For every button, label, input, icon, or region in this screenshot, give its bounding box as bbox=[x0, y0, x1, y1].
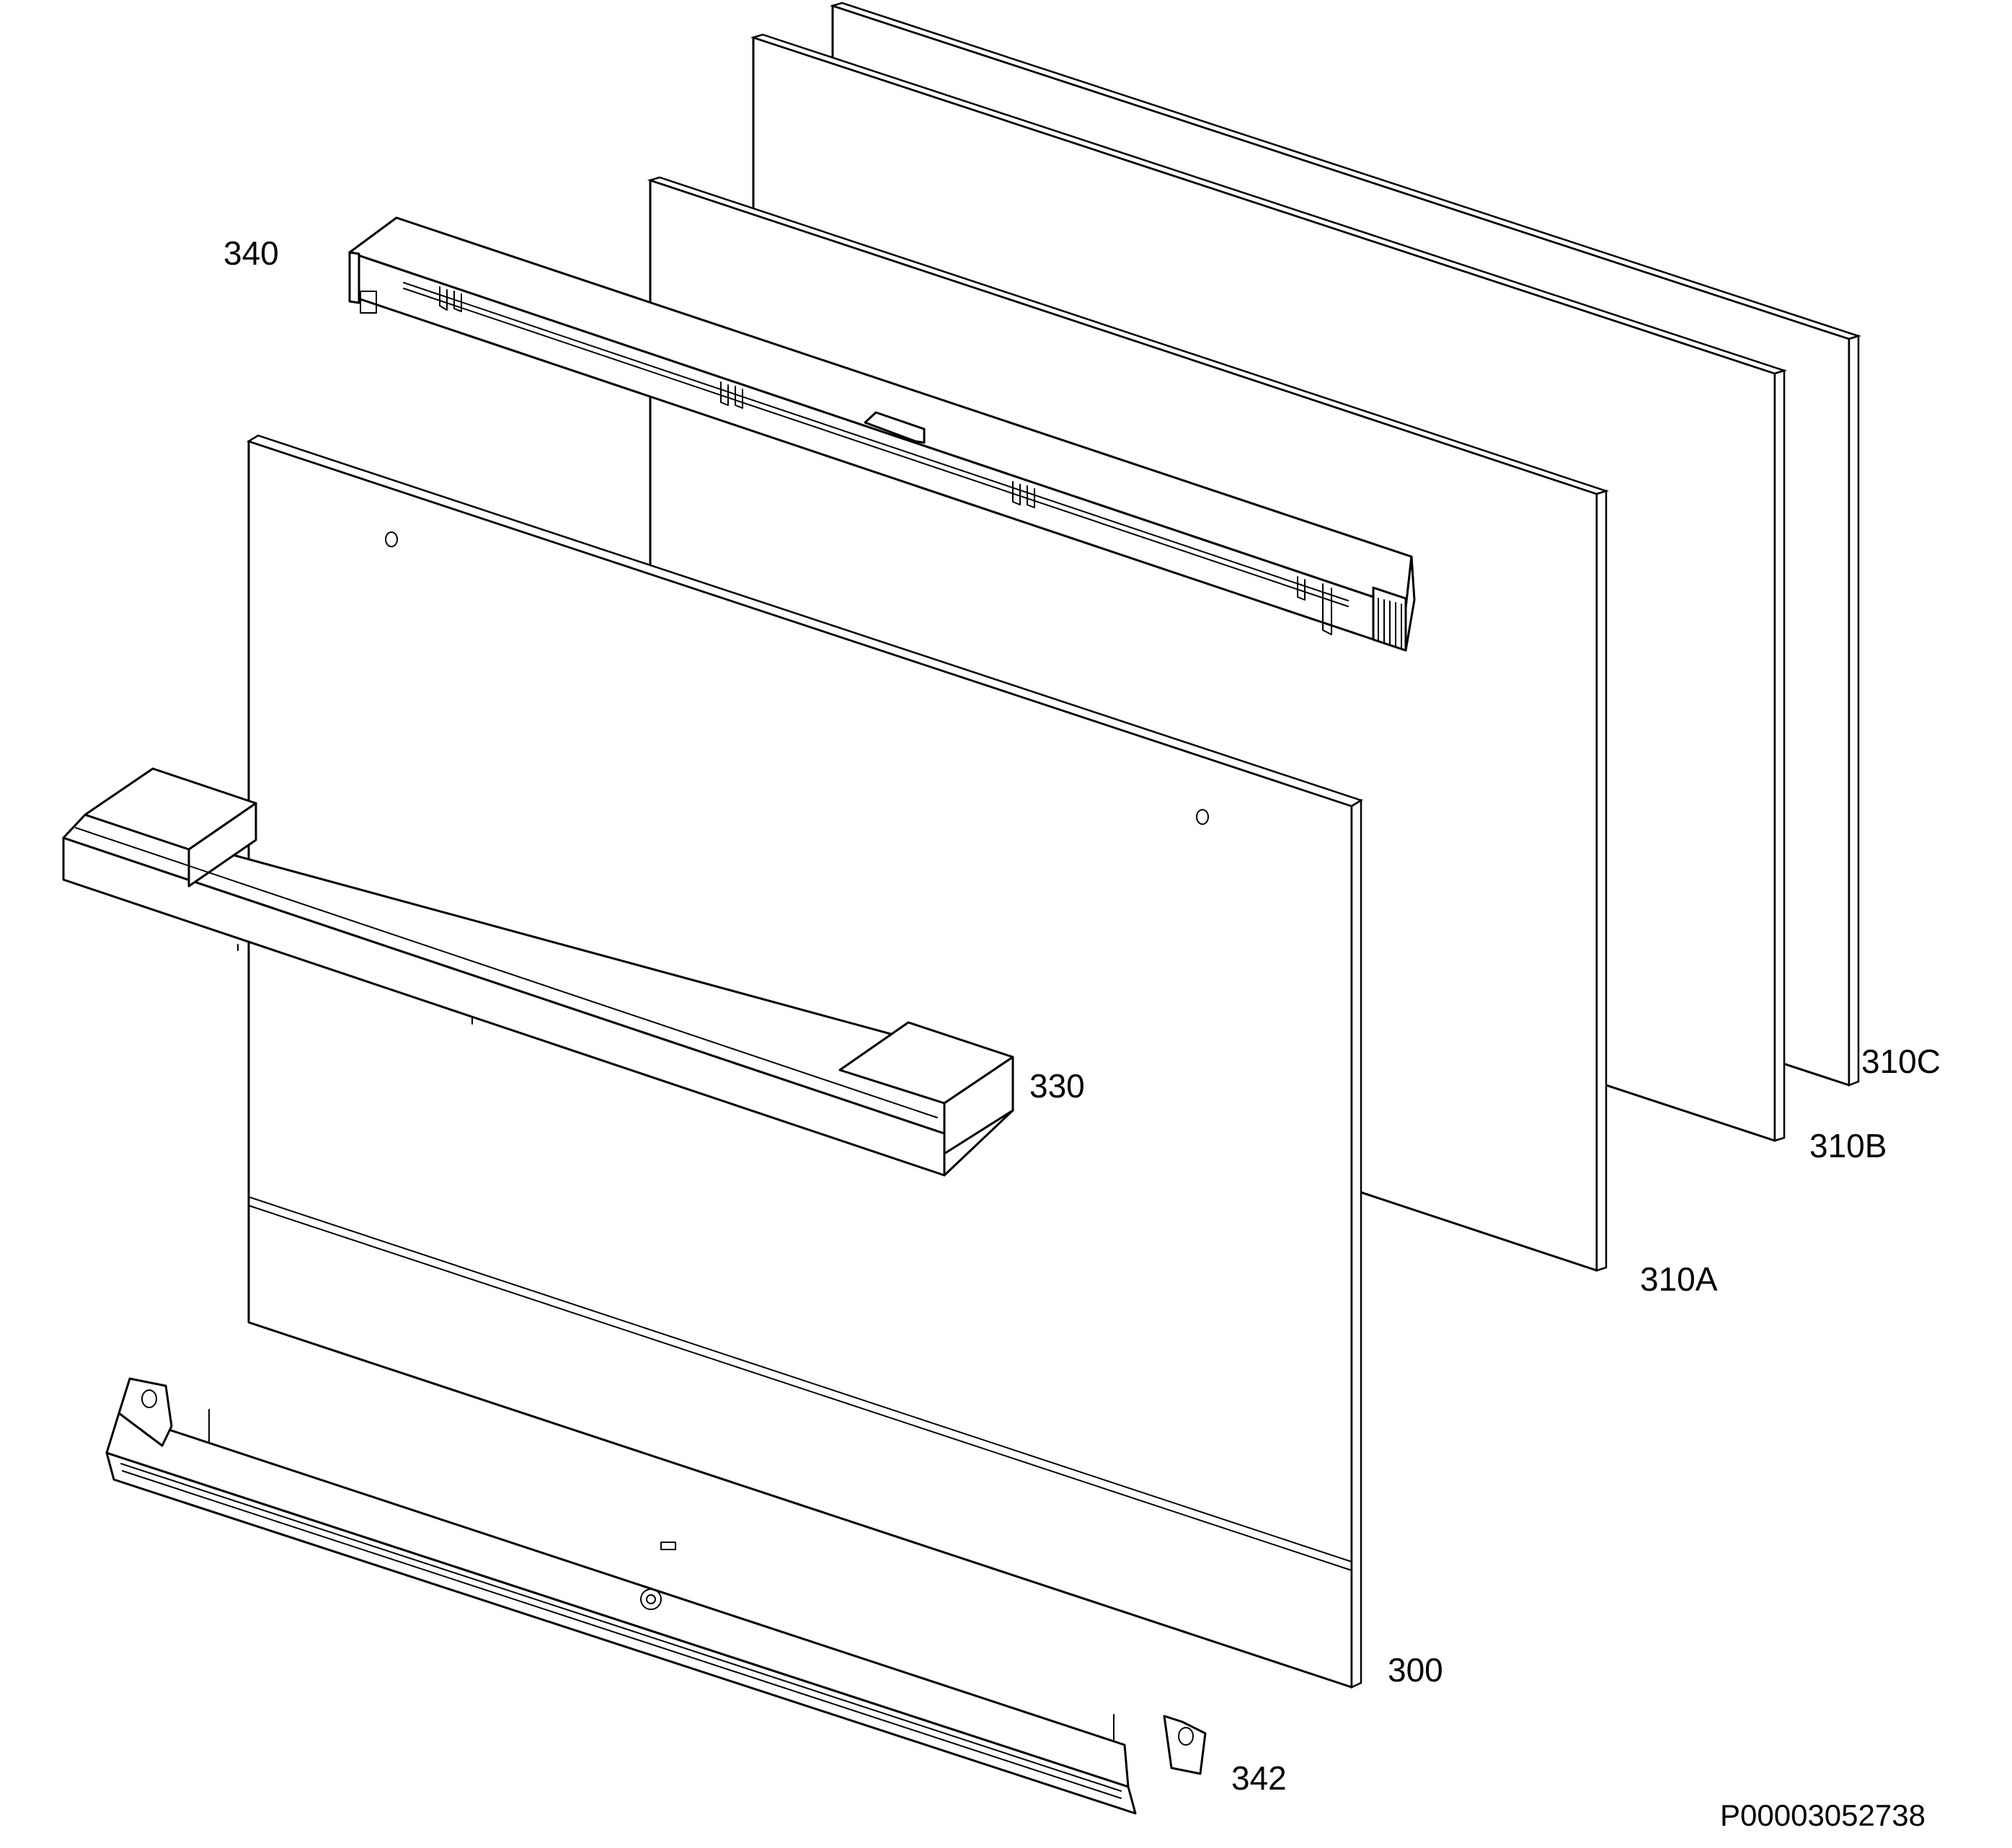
label-310b: 310B bbox=[1809, 1127, 1887, 1164]
label-330: 330 bbox=[1029, 1067, 1085, 1105]
door-handle-330 bbox=[62, 767, 1014, 1177]
document-number: P00003052738 bbox=[1720, 1798, 1925, 1832]
label-342: 342 bbox=[1231, 1759, 1287, 1797]
top-trim-340 bbox=[348, 216, 1416, 652]
bottom-trim-342 bbox=[105, 1377, 1207, 1815]
label-310c: 310C bbox=[1861, 1043, 1941, 1080]
label-300: 300 bbox=[1388, 1651, 1443, 1689]
label-340: 340 bbox=[223, 234, 279, 272]
label-310a: 310A bbox=[1640, 1260, 1718, 1298]
